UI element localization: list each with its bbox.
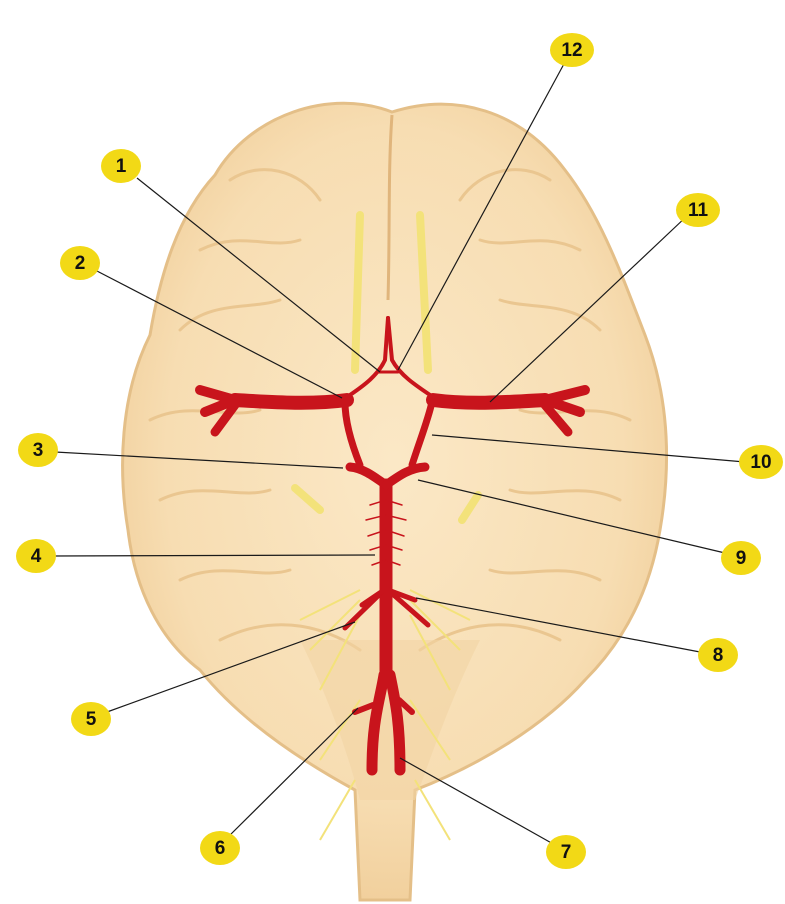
mca-left-branch-3 xyxy=(210,400,240,437)
badge-9: 9 xyxy=(721,541,761,575)
badge-12-text: 12 xyxy=(561,40,582,61)
badge-2: 2 xyxy=(60,246,100,280)
sca-right xyxy=(385,587,418,603)
longitudinal-fissure xyxy=(386,114,394,301)
badge-10: 10 xyxy=(739,445,783,479)
badge-1-text: 1 xyxy=(116,156,127,177)
badge-5: 5 xyxy=(71,702,111,736)
brain xyxy=(121,101,669,902)
leader-2 xyxy=(94,269,343,399)
badge-12: 12 xyxy=(550,33,594,67)
leader-12 xyxy=(397,61,566,371)
aica-right xyxy=(385,587,431,628)
badge-6: 6 xyxy=(200,831,240,865)
pca-right xyxy=(381,462,430,490)
leader-7 xyxy=(399,757,556,846)
leader-11 xyxy=(489,214,689,403)
badge-11: 11 xyxy=(676,193,720,227)
pica-right xyxy=(396,697,415,715)
leader-4 xyxy=(51,554,376,557)
badge-3: 3 xyxy=(18,433,58,467)
badge-11-text: 11 xyxy=(688,200,709,221)
badge-5-text: 5 xyxy=(86,709,97,730)
pica-left xyxy=(352,702,376,715)
label-badges: 1 2 3 4 5 6 7 8 xyxy=(16,33,783,869)
badge-4: 4 xyxy=(16,539,56,573)
mca-right-branch-3 xyxy=(540,400,573,437)
sca-left xyxy=(359,587,387,608)
vertebral-artery-left xyxy=(366,669,390,776)
olfactory-tract-left xyxy=(351,211,364,374)
oculomotor-left xyxy=(291,484,324,514)
leader-lines xyxy=(51,61,746,846)
badge-10-text: 10 xyxy=(750,452,771,473)
brain-outline xyxy=(121,101,669,902)
mca-left-branch-2 xyxy=(200,395,240,417)
leader-8 xyxy=(415,597,701,653)
mca-right xyxy=(426,393,552,410)
badge-8-text: 8 xyxy=(713,645,724,666)
cranial-nerves xyxy=(291,211,482,524)
leader-5 xyxy=(106,621,356,713)
pcom-right xyxy=(408,398,436,469)
leader-1 xyxy=(136,177,381,373)
badge-1: 1 xyxy=(101,149,141,183)
mca-left xyxy=(228,393,354,410)
olfactory-tract-right xyxy=(416,211,432,374)
badge-7-text: 7 xyxy=(561,842,572,863)
leader-9 xyxy=(417,479,726,554)
pontine-branches xyxy=(365,499,407,566)
badge-9-text: 9 xyxy=(736,548,747,569)
leader-6 xyxy=(224,707,359,841)
mca-right-branch-2 xyxy=(540,395,585,417)
aca-left xyxy=(345,316,390,399)
leader-3 xyxy=(54,451,344,469)
aca-right xyxy=(386,316,435,399)
badge-7: 7 xyxy=(546,835,586,869)
badge-3-text: 3 xyxy=(33,440,44,461)
arteries xyxy=(195,316,590,776)
leader-10 xyxy=(431,434,746,463)
badge-4-text: 4 xyxy=(31,546,42,567)
badge-2-text: 2 xyxy=(75,253,86,274)
oculomotor-right xyxy=(458,491,482,524)
badge-6-text: 6 xyxy=(215,838,226,859)
vertebral-artery-right xyxy=(384,669,406,776)
cerebellum-shading xyxy=(300,640,480,800)
badge-8: 8 xyxy=(698,638,738,672)
